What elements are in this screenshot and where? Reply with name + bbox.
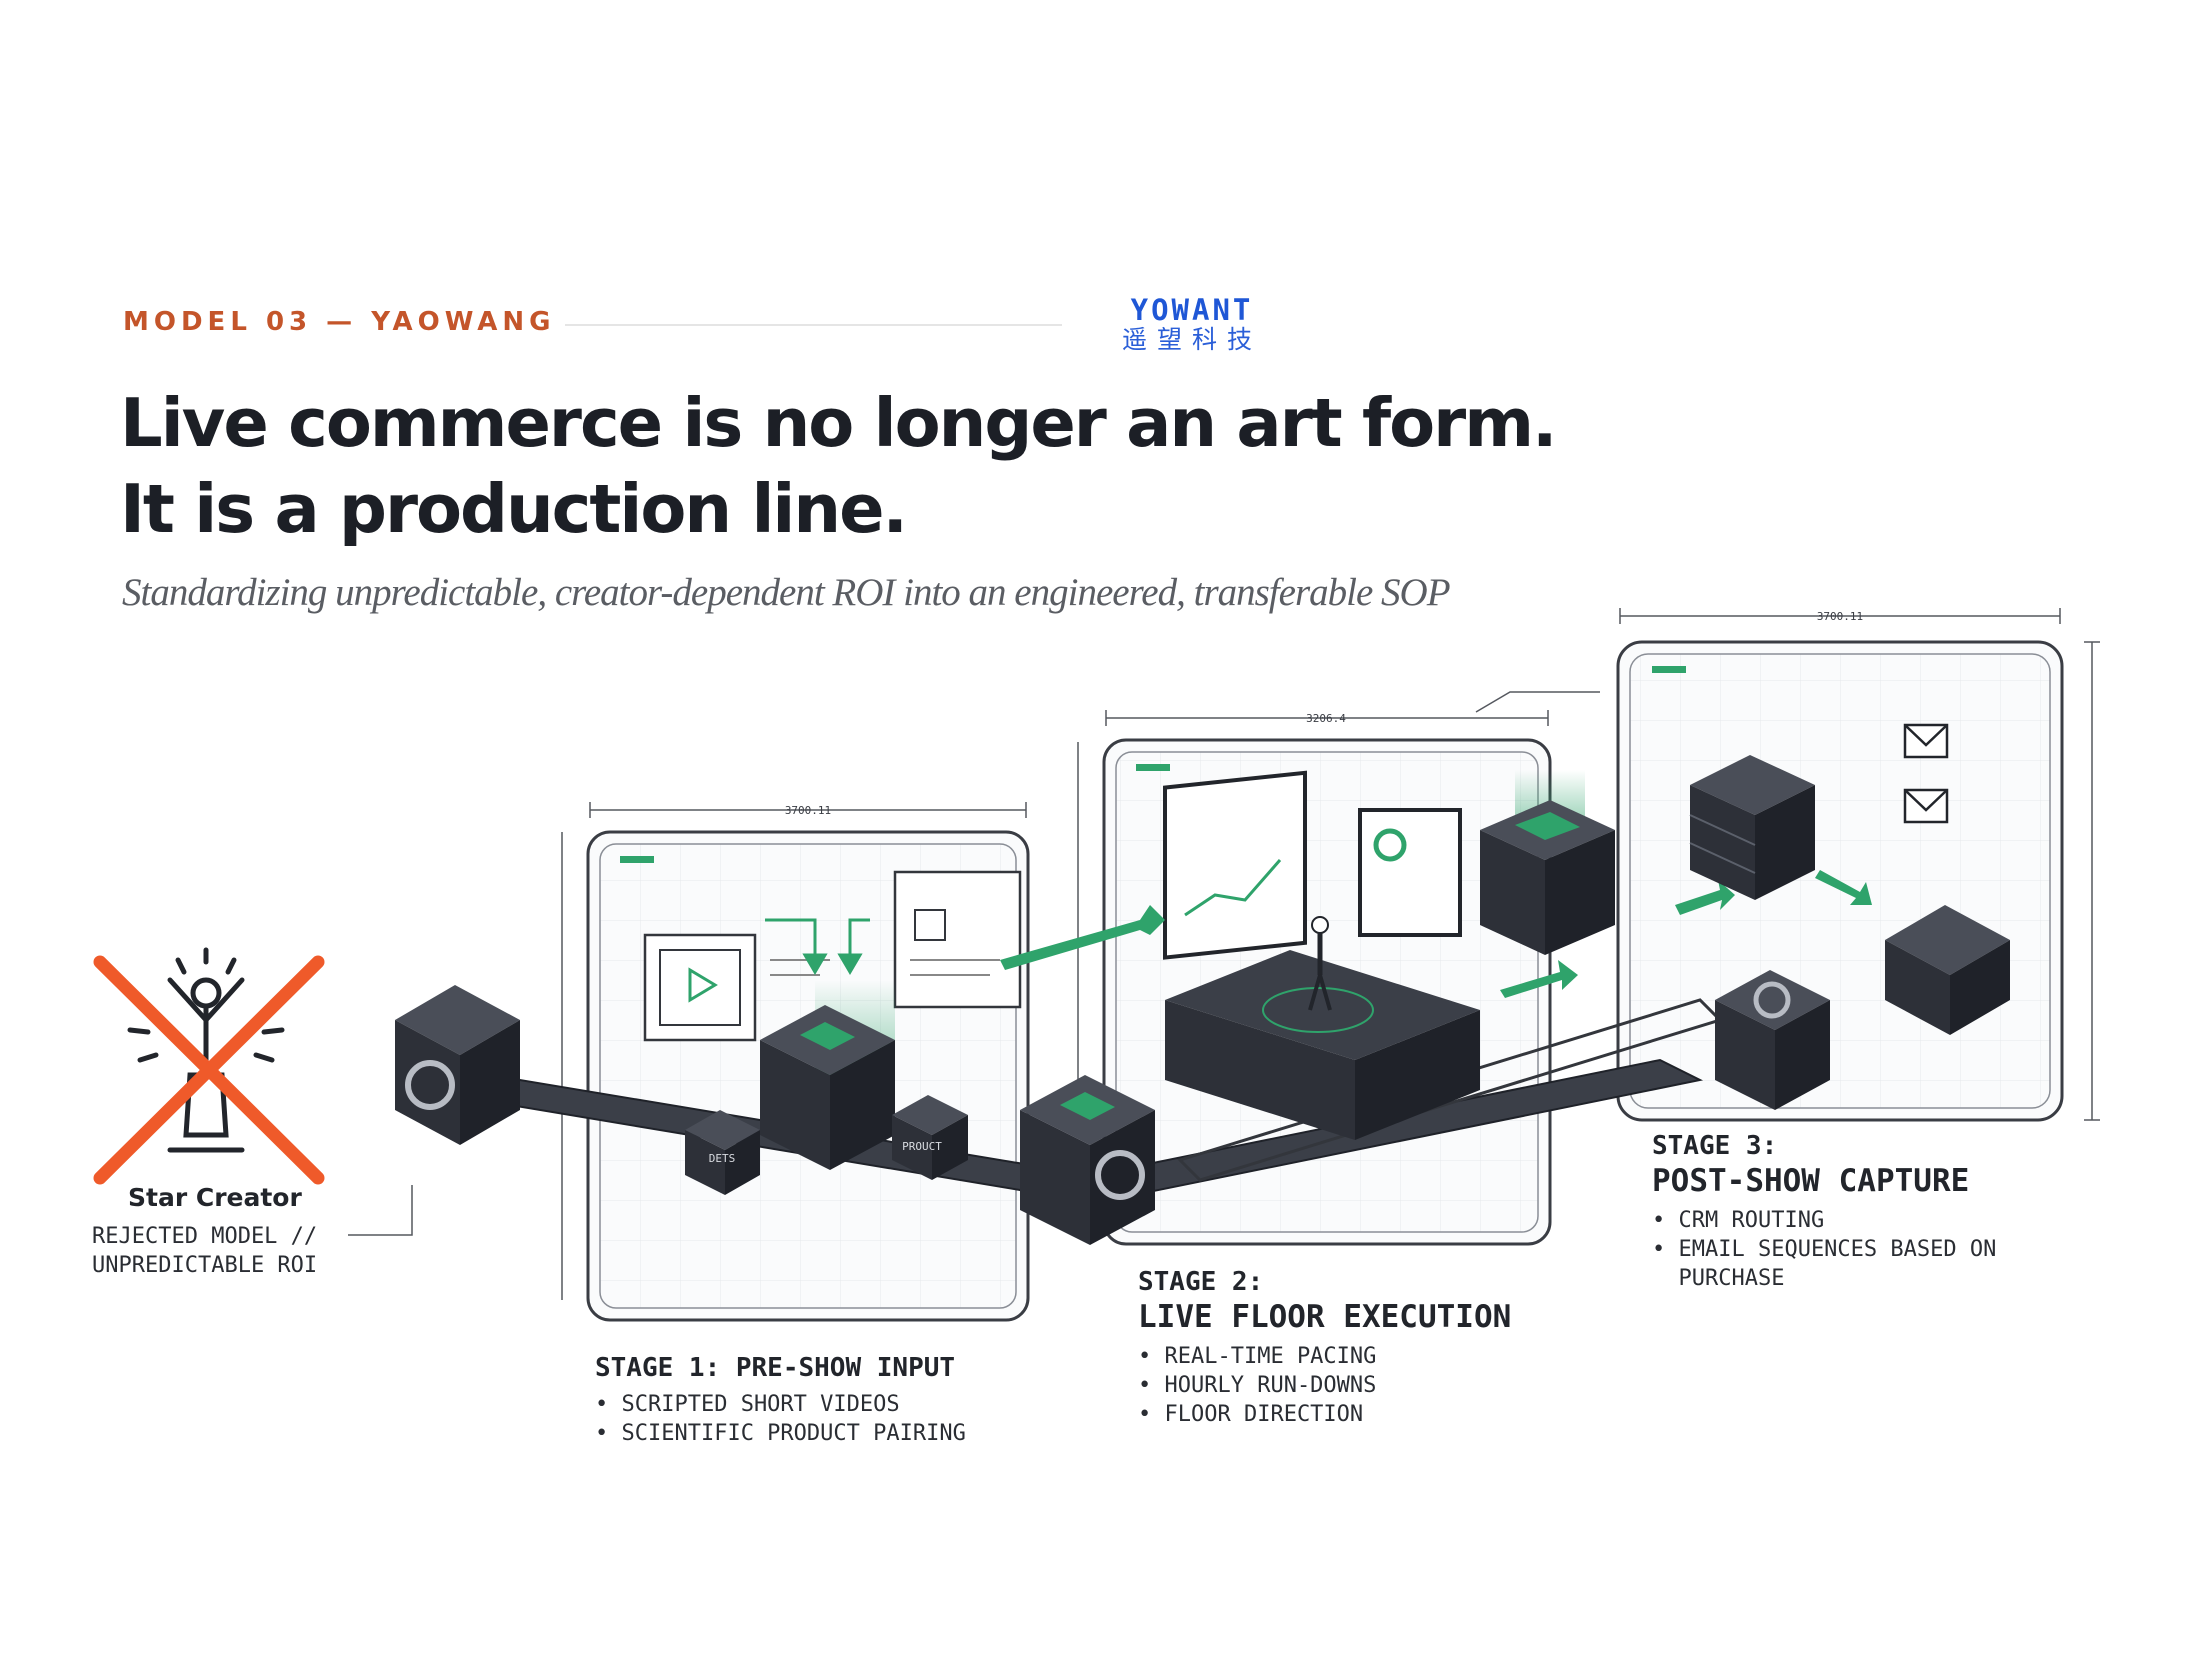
stage-1-bullets: • SCRIPTED SHORT VIDEOS • SCIENTIFIC PRO… [595,1390,966,1448]
green-flow-arrows [1000,870,1872,998]
box-label-product: PROUCT [902,1140,942,1153]
stage-2-transfer-cube [1480,770,1615,955]
host-figure-icon [1308,916,1332,1011]
crm-server-stack-icon [1689,755,1815,900]
analytics-screen [1163,770,1307,960]
page-subtitle: Standardizing unpredictable, creator-dep… [122,571,1451,614]
star-creator-label: Star Creator [128,1183,302,1212]
stage-2-bullets: • REAL-TIME PACING • HOURLY RUN-DOWNS • … [1138,1342,1511,1429]
list-item: • CRM ROUTING [1652,1208,1825,1233]
rejected-note-line-2: UNPREDICTABLE ROI [92,1253,318,1278]
rejected-x-icon [93,955,325,1185]
stage-2-title-line-2: LIVE FLOOR EXECUTION [1138,1299,1512,1335]
stage-1-title: STAGE 1: PRE-SHOW INPUT [595,1353,956,1383]
rejected-model-note: REJECTED MODEL // UNPREDICTABLE ROI [92,1222,317,1280]
mailbox-cube [1885,905,2010,1035]
stage-3-bullets: • CRM ROUTING • EMAIL SEQUENCES BASED ON… [1652,1206,1996,1293]
dimension-lines [561,608,2100,1300]
dashboard-screen [1358,808,1462,937]
brand-name-en: YOWANT [1130,293,1254,327]
video-script-panel [643,933,830,1042]
stage-2-title-line-1: STAGE 2: [1138,1267,1264,1297]
stage-2-caption: STAGE 2: LIVE FLOOR EXECUTION • REAL-TIM… [1138,1266,1511,1429]
rejected-note-line-1: REJECTED MODEL // [92,1224,318,1249]
stage-1-press-cube [760,980,895,1170]
list-item: PURCHASE [1652,1266,1785,1291]
dimension-label-1: 3700.11 [785,804,831,817]
dimension-label-3: 3700.11 [1817,610,1863,623]
list-item: • FLOOR DIRECTION [1138,1402,1364,1427]
section-eyebrow: MODEL 03 — YAOWANG [123,307,556,337]
live-stage-platform [1165,950,1480,1140]
list-item: • REAL-TIME PACING [1138,1344,1377,1369]
page-title: Live commerce is no longer an art form. … [120,380,1620,552]
brand-logo: YOWANT 遥望科技 [1092,295,1292,357]
product-box-product: PROUCT [892,1095,968,1180]
product-pairing-panel [893,870,1022,1009]
stage-3-caption: STAGE 3: POST-SHOW CAPTURE • CRM ROUTING… [1652,1130,1996,1293]
output-gear-cube [1715,970,1830,1110]
list-item: • SCRIPTED SHORT VIDEOS [595,1392,900,1417]
callout-leader [348,1185,413,1236]
email-envelope-icon [1903,723,1949,824]
divider [565,324,1062,326]
list-item: • HOURLY RUN-DOWNS [1138,1373,1377,1398]
stage-1-output-cube [1020,1075,1155,1245]
box-label-dets: DETS [709,1152,736,1165]
dimension-label-2: 3206.4 [1306,712,1346,725]
stage-1-caption: STAGE 1: PRE-SHOW INPUT • SCRIPTED SHORT… [595,1352,966,1448]
title-line-1: Live commerce is no longer an art form. [120,384,1557,462]
product-box-dets: DETS [685,1110,760,1195]
list-item: • EMAIL SEQUENCES BASED ON [1652,1237,1997,1262]
list-item: • SCIENTIFIC PRODUCT PAIRING [595,1421,966,1446]
stage-3-title-line-1: STAGE 3: [1652,1131,1778,1161]
brand-name-cn: 遥望科技 [1121,325,1262,354]
title-line-2: It is a production line. [120,470,908,548]
input-gear-cube [395,985,520,1145]
stage-3-title-line-2: POST-SHOW CAPTURE [1652,1163,1970,1199]
flow-arrows-stage-1 [765,918,870,975]
